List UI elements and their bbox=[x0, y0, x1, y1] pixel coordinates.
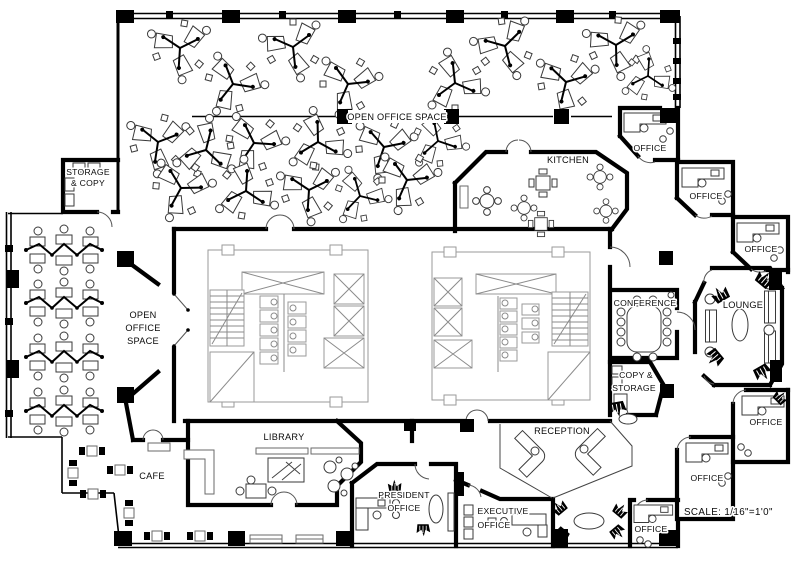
label-office-br1: OFFICE bbox=[749, 417, 782, 427]
cafe-furniture bbox=[67, 442, 215, 542]
right-office-furniture bbox=[623, 112, 791, 548]
label-open-office-left-1: OPEN bbox=[129, 310, 156, 320]
room-labels: OPEN OFFICE SPACE STORAGE & COPY OPEN OF… bbox=[65, 110, 784, 536]
executive-office-furniture bbox=[463, 504, 548, 540]
label-open-office-top: OPEN OFFICE SPACE bbox=[347, 112, 447, 122]
label-copy-storage-2: STORAGE bbox=[612, 383, 656, 393]
reception-furniture bbox=[500, 400, 638, 478]
air-shaft bbox=[475, 273, 557, 295]
label-office-tr2: OFFICE bbox=[689, 191, 722, 201]
label-executive-1: EXECUTIVE bbox=[478, 506, 529, 516]
label-conference: CONFERENCE bbox=[614, 298, 677, 308]
label-backing bbox=[348, 110, 446, 123]
label-storage-copy-1: STORAGE bbox=[66, 167, 110, 177]
elevators bbox=[433, 277, 473, 369]
label-library: LIBRARY bbox=[264, 432, 305, 442]
perimeter-window-walls bbox=[5, 11, 681, 549]
core-left bbox=[207, 244, 369, 408]
elevators bbox=[323, 273, 365, 369]
library-furniture bbox=[235, 447, 360, 499]
label-office-br3: OFFICE bbox=[634, 524, 667, 534]
label-executive-2: OFFICE bbox=[477, 520, 510, 530]
label-office-br2: OFFICE bbox=[690, 473, 723, 483]
kitchen-tables bbox=[459, 163, 619, 238]
lounge-furniture bbox=[702, 266, 777, 385]
storage-copy-equipment bbox=[64, 162, 101, 207]
window-mullion-ticks bbox=[5, 11, 681, 417]
workstations-left-open-office bbox=[23, 224, 105, 437]
label-office-tr1: OFFICE bbox=[633, 143, 666, 153]
structural-columns bbox=[6, 10, 782, 547]
restrooms bbox=[259, 294, 307, 372]
label-kitchen: KITCHEN bbox=[547, 155, 589, 165]
door-swings bbox=[96, 139, 767, 515]
label-president-2: OFFICE bbox=[387, 503, 420, 513]
label-scale-note: SCALE: 1/16"=1'0" bbox=[684, 507, 773, 518]
label-storage-copy-2: & COPY bbox=[71, 178, 105, 188]
label-open-office-left-2: OFFICE bbox=[125, 323, 160, 333]
stairs bbox=[551, 291, 589, 347]
corridor-benches bbox=[249, 534, 324, 544]
restrooms bbox=[497, 296, 540, 372]
stairs bbox=[209, 289, 245, 347]
label-reception: RECEPTION bbox=[534, 426, 590, 436]
label-president-1: PRESIDENT bbox=[378, 490, 430, 500]
air-shaft bbox=[241, 271, 325, 295]
label-office-tr3: OFFICE bbox=[744, 244, 777, 254]
waiting-room-furniture bbox=[548, 497, 631, 546]
conference-room-furniture bbox=[616, 291, 675, 362]
president-office-furniture bbox=[355, 479, 455, 537]
label-cafe: CAFE bbox=[139, 471, 165, 481]
label-open-office-left-3: SPACE bbox=[127, 336, 159, 346]
label-copy-storage-1: COPY & bbox=[619, 370, 653, 380]
core-right bbox=[431, 246, 591, 406]
reception-boundary bbox=[499, 420, 633, 499]
workstations-top-open-office bbox=[112, 14, 678, 236]
label-lounge: LOUNGE bbox=[723, 300, 763, 310]
